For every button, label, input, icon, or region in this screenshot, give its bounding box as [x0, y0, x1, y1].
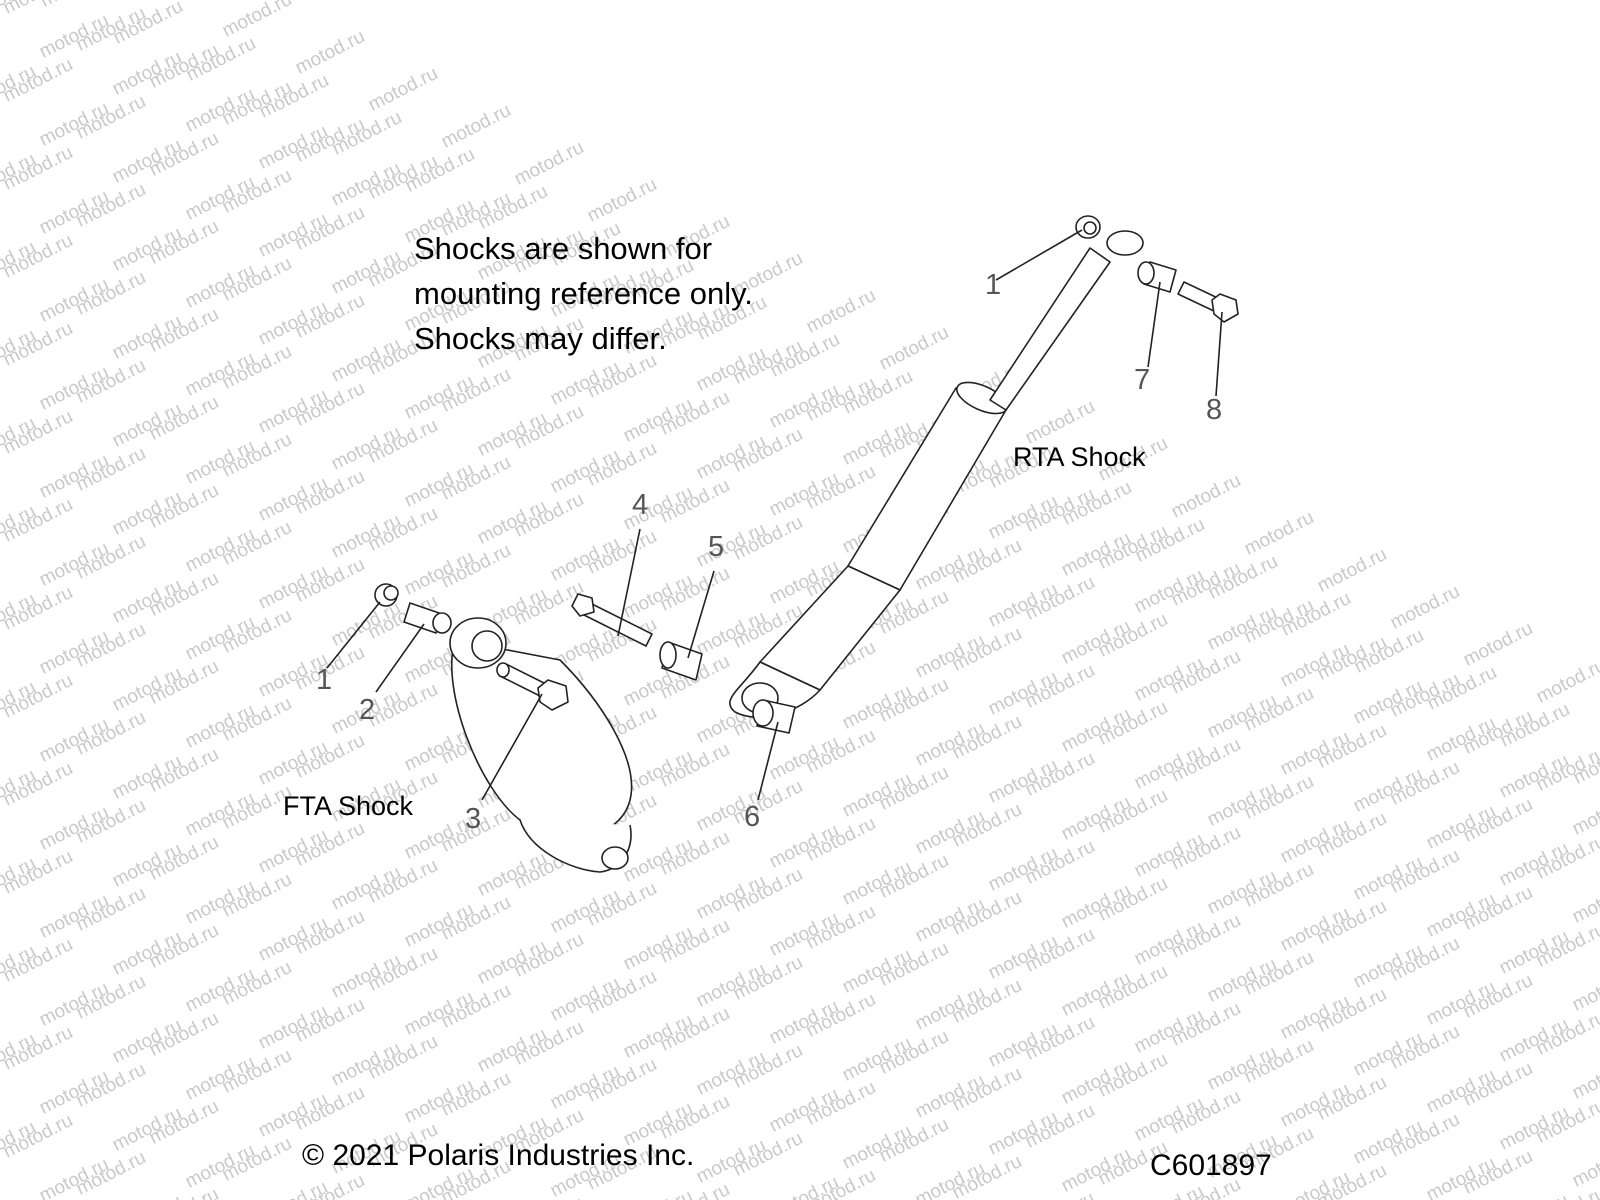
copyright-text: © 2021 Polaris Industries Inc. — [302, 1139, 695, 1172]
callout-7: 7 — [1134, 364, 1151, 396]
callout-3: 3 — [465, 803, 482, 835]
callout-1-rta: 1 — [985, 269, 1002, 301]
rta-spacer — [1137, 261, 1177, 293]
note-line-3: Shocks may differ. — [414, 321, 667, 356]
leader-lines — [326, 229, 1223, 801]
mounting-note: Shocks are shown for mounting reference … — [414, 226, 753, 361]
diagram-code: C601897 — [1150, 1149, 1272, 1182]
callout-4: 4 — [632, 489, 649, 521]
fta-shock-label: FTA Shock — [283, 791, 414, 821]
middle-bolt — [571, 593, 653, 647]
note-line-1: Shocks are shown for — [414, 231, 713, 266]
callout-1-fta: 1 — [316, 664, 333, 696]
callout-2: 2 — [359, 694, 376, 726]
rta-shock-label: RTA Shock — [1013, 442, 1146, 472]
fta-nut — [374, 583, 399, 607]
middle-bushing — [659, 641, 703, 681]
fta-spacer — [403, 602, 452, 634]
callout-8: 8 — [1206, 394, 1223, 426]
rta-lower-bushing — [752, 699, 796, 734]
rta-nut — [1075, 215, 1101, 239]
rta-bolt — [1177, 281, 1239, 323]
fta-shock-body — [449, 617, 633, 873]
note-line-2: mounting reference only. — [414, 276, 753, 311]
rta-shock-body — [729, 230, 1144, 718]
callout-5: 5 — [708, 531, 725, 563]
fta-bolt — [496, 662, 569, 711]
callout-6: 6 — [744, 801, 761, 833]
